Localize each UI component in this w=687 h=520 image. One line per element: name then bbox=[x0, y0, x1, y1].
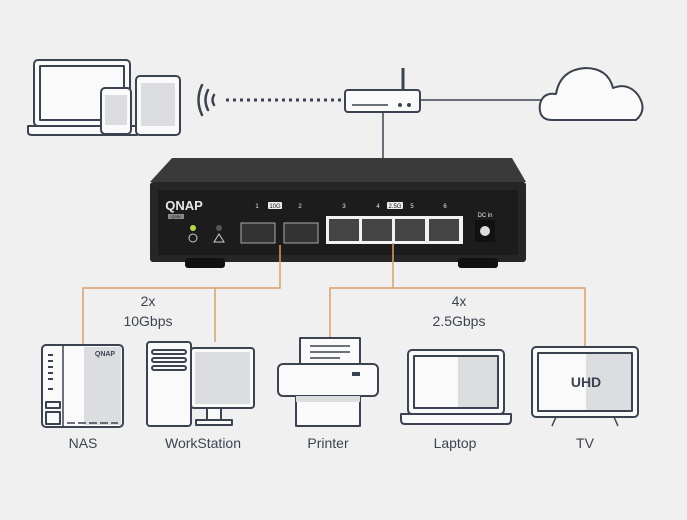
warning-icon bbox=[213, 233, 225, 243]
alert-led bbox=[216, 225, 222, 231]
nas-icon: QNAP bbox=[41, 344, 124, 428]
dc-in-label: DC in bbox=[477, 213, 492, 219]
switch-brand: QNAP bbox=[165, 198, 203, 213]
workstation-icon bbox=[146, 341, 255, 427]
rj45-port-3[interactable] bbox=[329, 219, 359, 241]
tablet-icon bbox=[135, 75, 181, 136]
group-speed-2.5g: 2.5Gbps bbox=[433, 313, 486, 329]
group-count-2.5g: 4x bbox=[452, 293, 467, 309]
rj45-port-5[interactable] bbox=[395, 219, 425, 241]
tv-icon: UHD bbox=[531, 346, 639, 427]
rj45-port-6[interactable] bbox=[429, 219, 459, 241]
sfp-port-1[interactable] bbox=[240, 222, 276, 244]
group-count-10g: 2x bbox=[141, 293, 156, 309]
port-label: 6 bbox=[443, 204, 447, 210]
group-speed-10g: 10Gbps bbox=[123, 313, 172, 329]
power-led bbox=[190, 225, 196, 231]
port-label: 1 bbox=[255, 204, 259, 210]
port-label: 4 bbox=[376, 204, 380, 210]
dc-in-port[interactable] bbox=[480, 226, 490, 236]
sfp-speed-badge: 10G bbox=[269, 204, 281, 210]
device-label-printer: Printer bbox=[307, 435, 349, 451]
laptop-device-icon bbox=[400, 349, 512, 425]
device-label-nas: NAS bbox=[69, 435, 98, 451]
device-label-tv: TV bbox=[576, 435, 595, 451]
links-10g bbox=[82, 245, 281, 345]
port-label: 5 bbox=[410, 204, 414, 210]
device-label-workstation: WorkStation bbox=[165, 435, 241, 451]
port-label: 2 bbox=[298, 204, 302, 210]
network-switch: QNAP QSW 1 10G 2 3 4 2.5G 5 6 DC in bbox=[150, 158, 526, 268]
tv-screen-text: UHD bbox=[571, 374, 601, 390]
device-label-laptop: Laptop bbox=[434, 435, 477, 451]
router-icon bbox=[344, 68, 421, 113]
switch-series: QSW bbox=[171, 214, 181, 219]
printer-icon bbox=[277, 337, 379, 427]
power-icon bbox=[188, 233, 198, 243]
rj45-port-4[interactable] bbox=[362, 219, 392, 241]
cloud-icon bbox=[538, 67, 644, 121]
links-2.5g bbox=[329, 243, 586, 347]
port-label: 3 bbox=[342, 204, 346, 210]
rj45-speed-badge: 2.5G bbox=[388, 204, 401, 210]
sfp-port-2[interactable] bbox=[283, 222, 319, 244]
smartphone-icon bbox=[100, 87, 132, 135]
wifi-icon bbox=[197, 83, 216, 117]
nas-brand: QNAP bbox=[95, 351, 116, 358]
